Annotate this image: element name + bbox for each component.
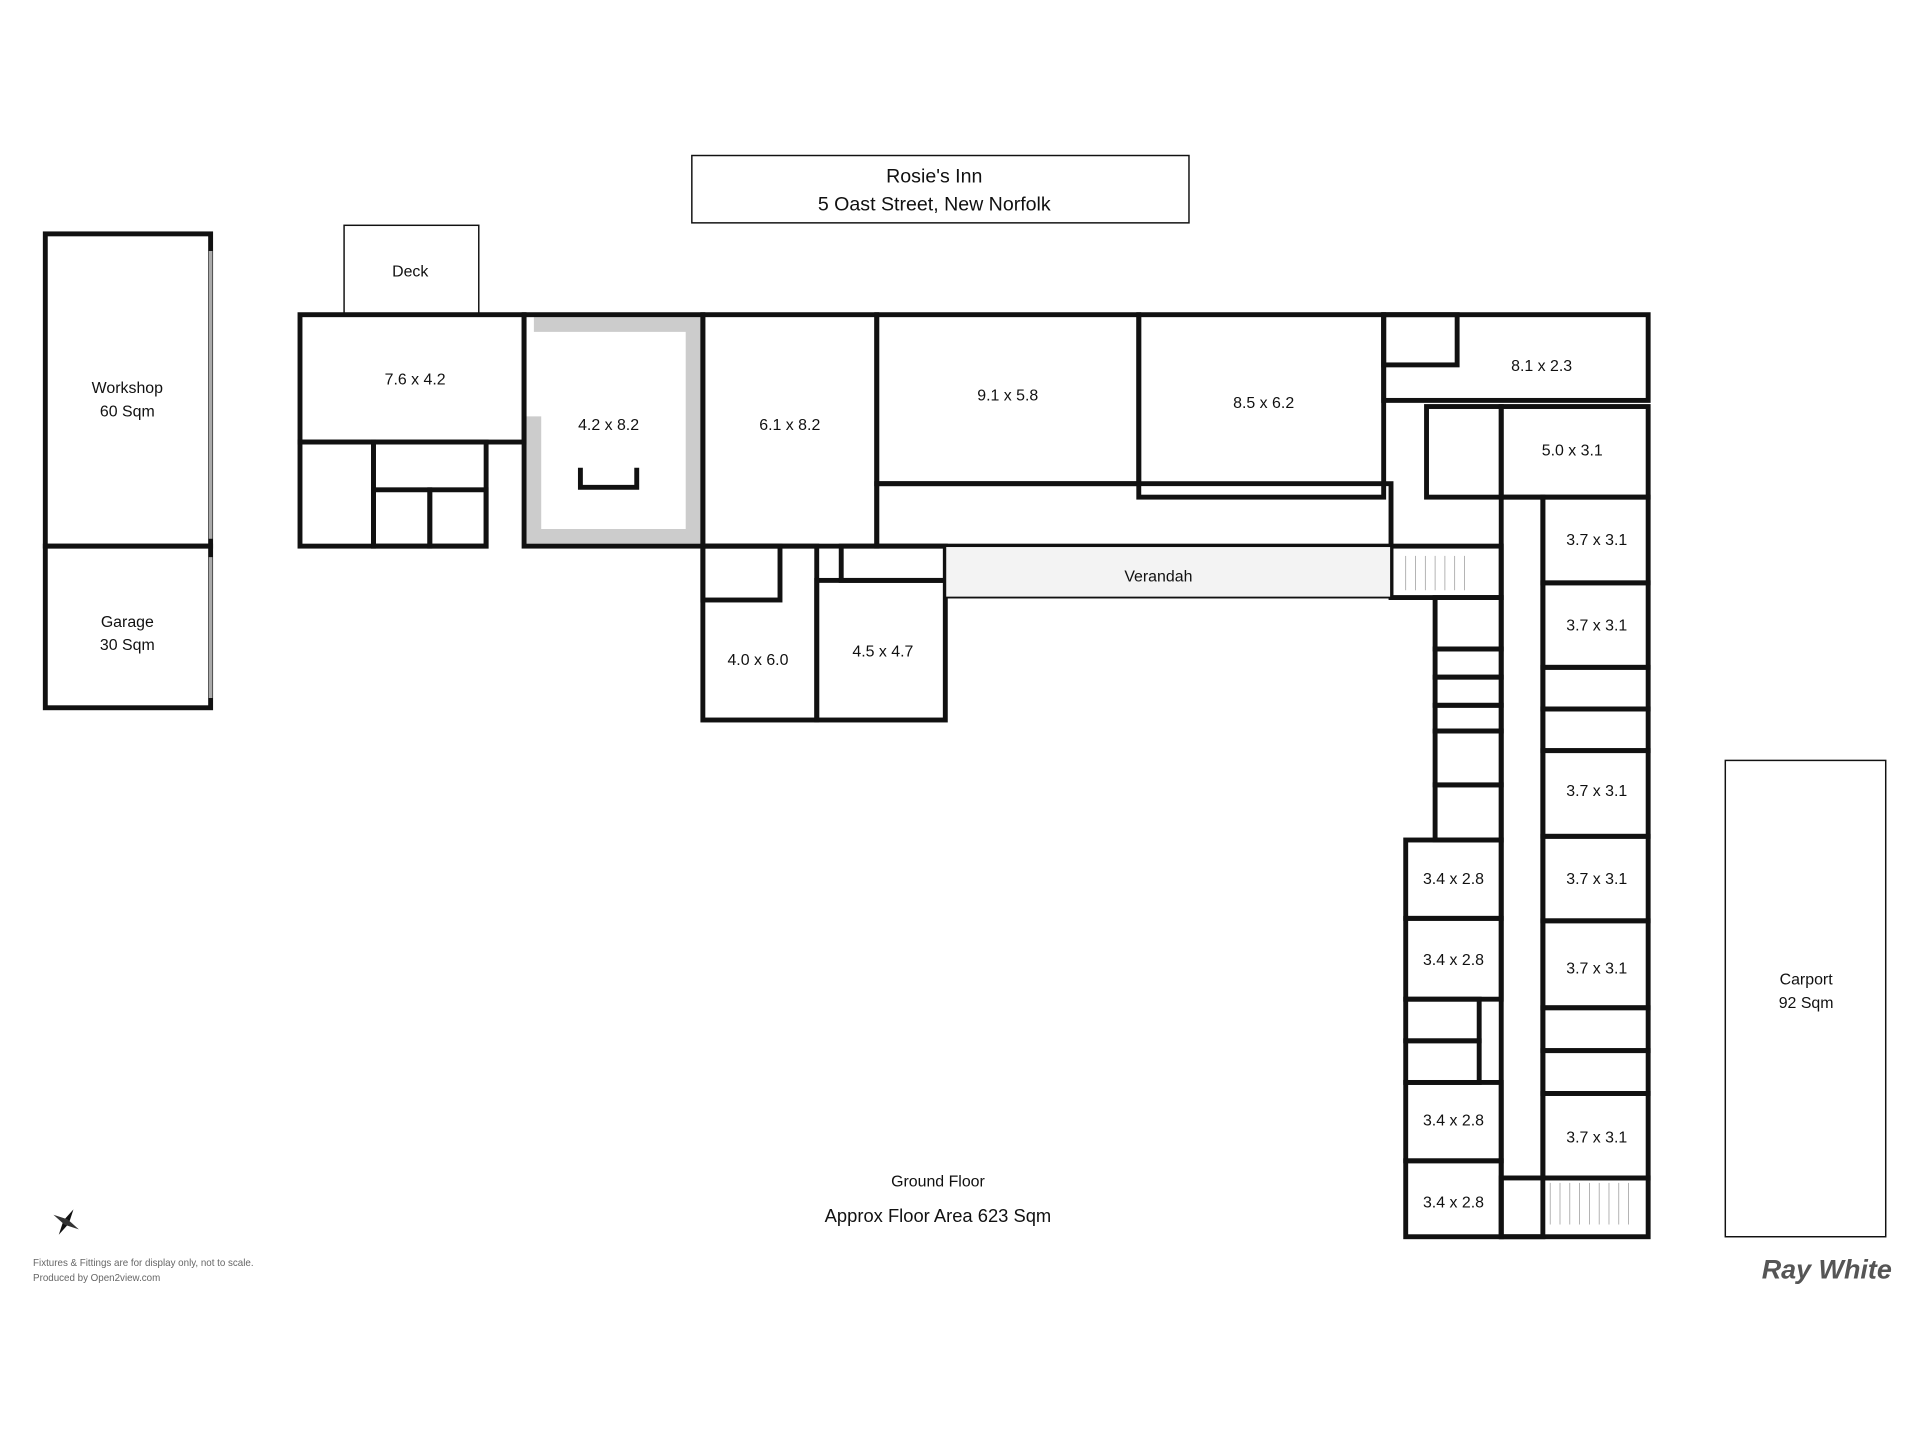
wall-segment: [1424, 404, 1504, 500]
wall-segment: [1388, 543, 1504, 600]
room-west-3: 3.4 x 2.8: [1423, 1112, 1484, 1129]
wall-segment: [1432, 782, 1504, 843]
wall-segment: [297, 439, 376, 549]
room-west-2: 3.4 x 2.8: [1423, 952, 1484, 969]
wall-segment: [1432, 595, 1504, 652]
wall-segment: [1498, 494, 1546, 1240]
room-8-1x2-3: 8.1 x 2.3: [1511, 358, 1572, 375]
room-9-1x5-8: 9.1 x 5.8: [977, 387, 1038, 404]
room-8-5x6-2: 8.5 x 6.2: [1233, 395, 1294, 412]
disclaimer: Fixtures & Fittings are for display only…: [33, 1258, 254, 1269]
room-4-5x4-7: 4.5 x 4.7: [852, 643, 913, 660]
title-box: Rosie's Inn 5 Oast Street, New Norfolk: [691, 154, 1190, 224]
floor-area: Approx Floor Area 623 Sqm: [825, 1205, 1052, 1226]
verandah-label: Verandah: [1124, 569, 1192, 586]
compass-icon: [53, 1209, 79, 1235]
property-name: Rosie's Inn: [886, 165, 982, 187]
garage: Garage 30 Sqm: [42, 543, 214, 711]
room-west-4: 3.4 x 2.8: [1423, 1194, 1484, 1211]
floor-label: Ground Floor: [891, 1174, 985, 1191]
wall-segment: [1432, 728, 1504, 788]
room-west-1: 3.4 x 2.8: [1423, 871, 1484, 888]
workshop-label: Workshop: [92, 380, 163, 397]
wall-segment: [1540, 1048, 1651, 1096]
workshop: Workshop 60 Sqm: [42, 231, 214, 549]
wall-segment: [874, 481, 1394, 549]
wall-segment: [700, 543, 783, 603]
wall-segment: [1432, 674, 1504, 708]
wall-segment: [1540, 664, 1651, 712]
wall-segment: [371, 487, 433, 549]
room-4-0x6-0: 4.0 x 6.0: [727, 652, 788, 669]
room-7-6x4-2: 7.6 x 4.2: [385, 371, 446, 388]
carport-area: 92 Sqm: [1779, 995, 1834, 1012]
carport: Carport 92 Sqm: [1724, 759, 1887, 1238]
workshop-area: 60 Sqm: [100, 403, 155, 420]
room-east-5: 3.7 x 3.1: [1566, 960, 1627, 977]
garage-area: 30 Sqm: [100, 637, 155, 654]
island-bench: [577, 467, 640, 490]
wall-segment: [1403, 1158, 1504, 1240]
wall-segment: [1432, 702, 1504, 734]
room-east-6: 3.7 x 3.1: [1566, 1129, 1627, 1146]
ray-white-logo: Ray White: [1762, 1254, 1892, 1284]
wall-segment: [1540, 706, 1651, 754]
carport-label: Carport: [1780, 971, 1834, 988]
deck: Deck: [343, 224, 480, 316]
room-east-1: 3.7 x 3.1: [1566, 532, 1627, 549]
room-east-3: 3.7 x 3.1: [1566, 783, 1627, 800]
garage-label: Garage: [101, 614, 154, 631]
verandah: Verandah: [944, 545, 1392, 599]
wall-segment: [1432, 646, 1504, 680]
wall-segment: [1498, 1175, 1651, 1240]
wall-segment: [1136, 312, 1387, 500]
produced-by: Produced by Open2view.com: [33, 1273, 160, 1284]
room-east-4: 3.7 x 3.1: [1566, 871, 1627, 888]
wall-segment: [838, 543, 948, 583]
wall-segment: [700, 543, 820, 723]
bench-counter: [526, 317, 701, 544]
wall-segment: [1403, 1038, 1482, 1085]
property-address: 5 Oast Street, New Norfolk: [818, 194, 1051, 216]
room-5-0x3-1: 5.0 x 3.1: [1542, 443, 1603, 460]
room-4-2x8-2: 4.2 x 8.2: [578, 417, 639, 434]
wall-segment: [1540, 1005, 1651, 1054]
wall-segment: [1381, 312, 1460, 368]
wall-segment: [427, 487, 489, 549]
wall-segment: [1403, 996, 1482, 1044]
deck-label: Deck: [392, 264, 428, 281]
room-6-1x8-2: 6.1 x 8.2: [759, 417, 820, 434]
room-east-2: 3.7 x 3.1: [1566, 618, 1627, 635]
